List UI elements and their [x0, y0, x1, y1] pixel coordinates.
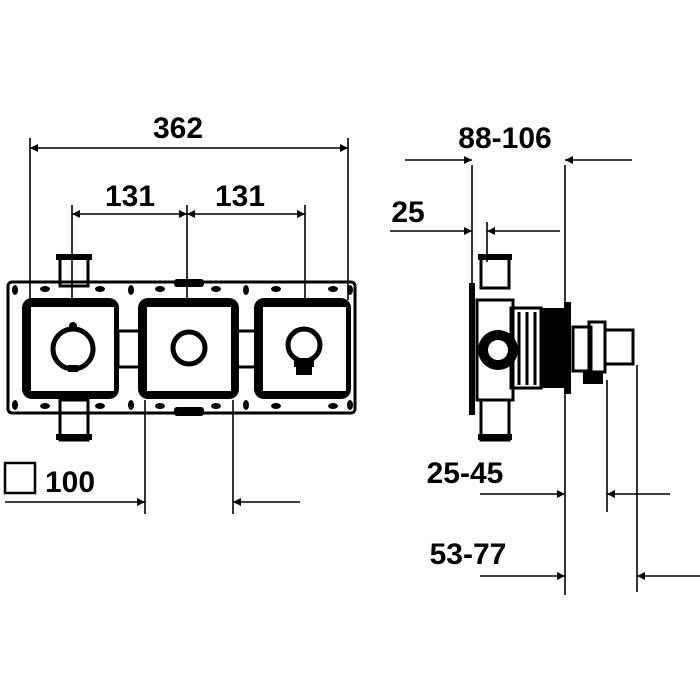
dimension-overall-width: 362 [29, 112, 349, 300]
front-view-mounting-plate [6, 254, 357, 442]
module-left [22, 298, 119, 399]
square-label: 100 [45, 466, 95, 499]
range-b-label: 53-77 [430, 538, 507, 571]
plate-offset-label: 25 [391, 196, 424, 229]
module-middle [138, 298, 239, 399]
dimension-range-a: 25-45 [427, 380, 670, 512]
range-a-label: 25-45 [427, 457, 504, 490]
overall-width-label: 362 [153, 112, 203, 145]
dimension-range-b: 53-77 [430, 365, 700, 592]
dimension-plate-offset: 25 [390, 196, 560, 262]
spacing-right-label: 131 [215, 180, 265, 213]
dimension-spacing: 131 131 [71, 180, 306, 345]
square-symbol-icon [3, 461, 37, 495]
dimension-square: 100 [3, 400, 300, 514]
module-right [254, 298, 351, 399]
dimension-depth-range: 88-106 [405, 122, 632, 595]
side-view-body [469, 254, 635, 442]
depth-range-label: 88-106 [458, 122, 551, 155]
spacing-left-label: 131 [105, 180, 155, 213]
